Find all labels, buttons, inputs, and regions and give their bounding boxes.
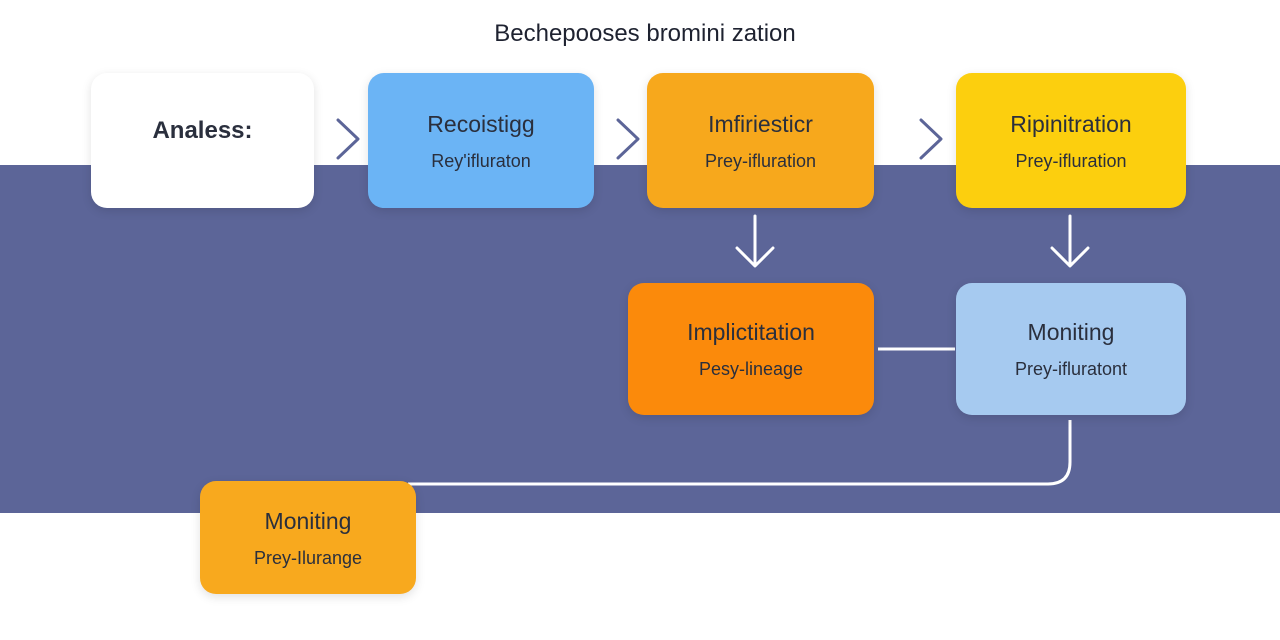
step-subtitle: Prey-ifluration — [1015, 150, 1127, 171]
step-card-moniting-right: Moniting Prey-ifluratont — [956, 283, 1186, 415]
step-subtitle: Prey-Ilurange — [253, 547, 363, 568]
step-subtitle: Pesy-lineage — [698, 359, 804, 379]
step-title: Ripinitration — [1010, 110, 1132, 137]
step-card-recoistigg: Recoistigg Rey'ifluraton — [368, 73, 594, 208]
arrow-down-icon — [735, 214, 775, 268]
step-card-analess: Analess: — [91, 73, 314, 208]
diagram-title: Bechepooses bromini zation — [494, 20, 796, 47]
connector-line — [408, 420, 1072, 486]
step-title: Moniting — [1027, 319, 1115, 345]
step-subtitle: Prey-ifluratont — [1014, 359, 1128, 379]
step-title: Analess: — [152, 116, 253, 144]
step-card-imfiriesticr: Imfiriesticr Prey-ifluration — [647, 73, 874, 208]
step-card-moniting-bottom: Moniting Prey-Ilurange — [200, 481, 416, 594]
chevron-right-icon — [616, 118, 640, 160]
step-title: Implictitation — [687, 319, 815, 345]
step-title: Moniting — [264, 507, 352, 534]
step-title: Imfiriesticr — [708, 110, 813, 137]
step-subtitle: Prey-ifluration — [704, 150, 817, 171]
step-subtitle: Rey'ifluraton — [431, 150, 531, 171]
step-card-ripinitration: Ripinitration Prey-ifluration — [956, 73, 1186, 208]
chevron-right-icon — [336, 118, 360, 160]
chevron-right-icon — [919, 118, 943, 160]
arrow-down-icon — [1050, 214, 1090, 268]
step-title: Recoistigg — [427, 110, 535, 137]
step-card-implictitation: Implictitation Pesy-lineage — [628, 283, 874, 415]
